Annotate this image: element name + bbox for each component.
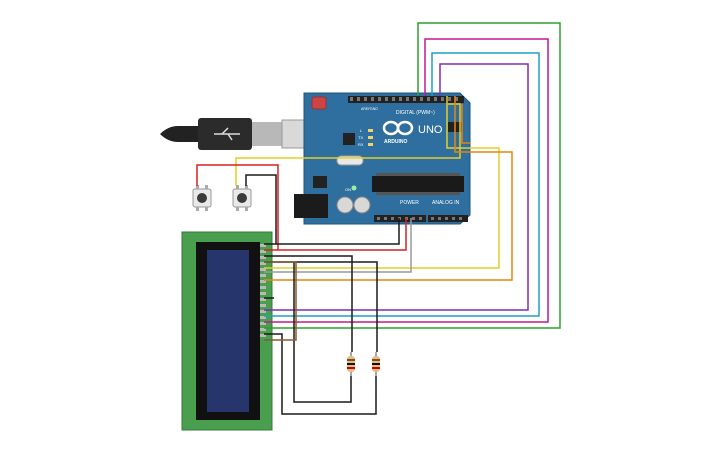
lcd-pin-header[interactable] — [260, 244, 266, 337]
resistor-1[interactable] — [347, 352, 355, 376]
voltage-regulator — [313, 176, 327, 188]
lcd-16x2[interactable] — [181, 231, 273, 431]
analog-label: ANALOG IN — [432, 200, 460, 206]
usb-icon — [214, 127, 240, 141]
digital-label: DIGITAL (PWM~) — [396, 110, 435, 116]
on-label: ON — [345, 187, 351, 192]
gnd-label: GND — [370, 107, 378, 111]
usb-cable[interactable] — [160, 118, 307, 150]
wire-green[interactable] — [264, 22, 561, 329]
capacitor-2 — [353, 196, 371, 214]
resistor-2[interactable] — [372, 352, 380, 376]
on-led — [351, 185, 357, 191]
wire-yellow[interactable] — [264, 96, 500, 269]
wire-black-res2[interactable] — [264, 333, 377, 415]
capacitor-1 — [336, 196, 354, 214]
wires — [196, 22, 561, 415]
wire-red[interactable] — [264, 218, 407, 251]
pushbutton-1[interactable] — [192, 185, 212, 211]
wire-black-lcd-rw[interactable] — [264, 255, 353, 352]
arduino-logo-icon — [382, 120, 414, 136]
wire-yellow-button[interactable] — [235, 103, 461, 186]
wire-black-button[interactable] — [245, 174, 277, 244]
wire-magenta[interactable] — [264, 38, 549, 323]
wire-black-res1[interactable] — [293, 262, 352, 403]
power-label: POWER — [400, 200, 419, 206]
rx-label: RX — [358, 142, 364, 147]
brand-label: ARDUINO — [384, 139, 407, 145]
reset-button[interactable] — [311, 96, 327, 110]
power-jack[interactable] — [294, 194, 328, 218]
uno-label: UNO — [418, 124, 443, 136]
pushbutton-2[interactable] — [232, 185, 252, 211]
wire-black[interactable] — [264, 218, 400, 245]
wire-cyan[interactable] — [264, 52, 540, 317]
wire-orange[interactable] — [264, 96, 513, 281]
digital-pins — [350, 97, 458, 101]
atmega-chip — [372, 173, 464, 195]
aref-label: AREF — [361, 107, 370, 111]
wire-red-button[interactable] — [196, 164, 279, 250]
usb-chip — [343, 133, 355, 145]
wire-brown[interactable] — [264, 261, 297, 341]
indicator-leds: L TX RX — [358, 128, 373, 147]
wire-purple[interactable] — [264, 63, 529, 311]
wire-black-lcd-gnd[interactable] — [264, 261, 378, 352]
wire-gray[interactable] — [264, 218, 412, 273]
l-label: L — [360, 128, 363, 133]
lcd-screen — [207, 250, 249, 412]
tx-label: TX — [358, 135, 363, 140]
wire-orange-2[interactable] — [461, 104, 470, 144]
